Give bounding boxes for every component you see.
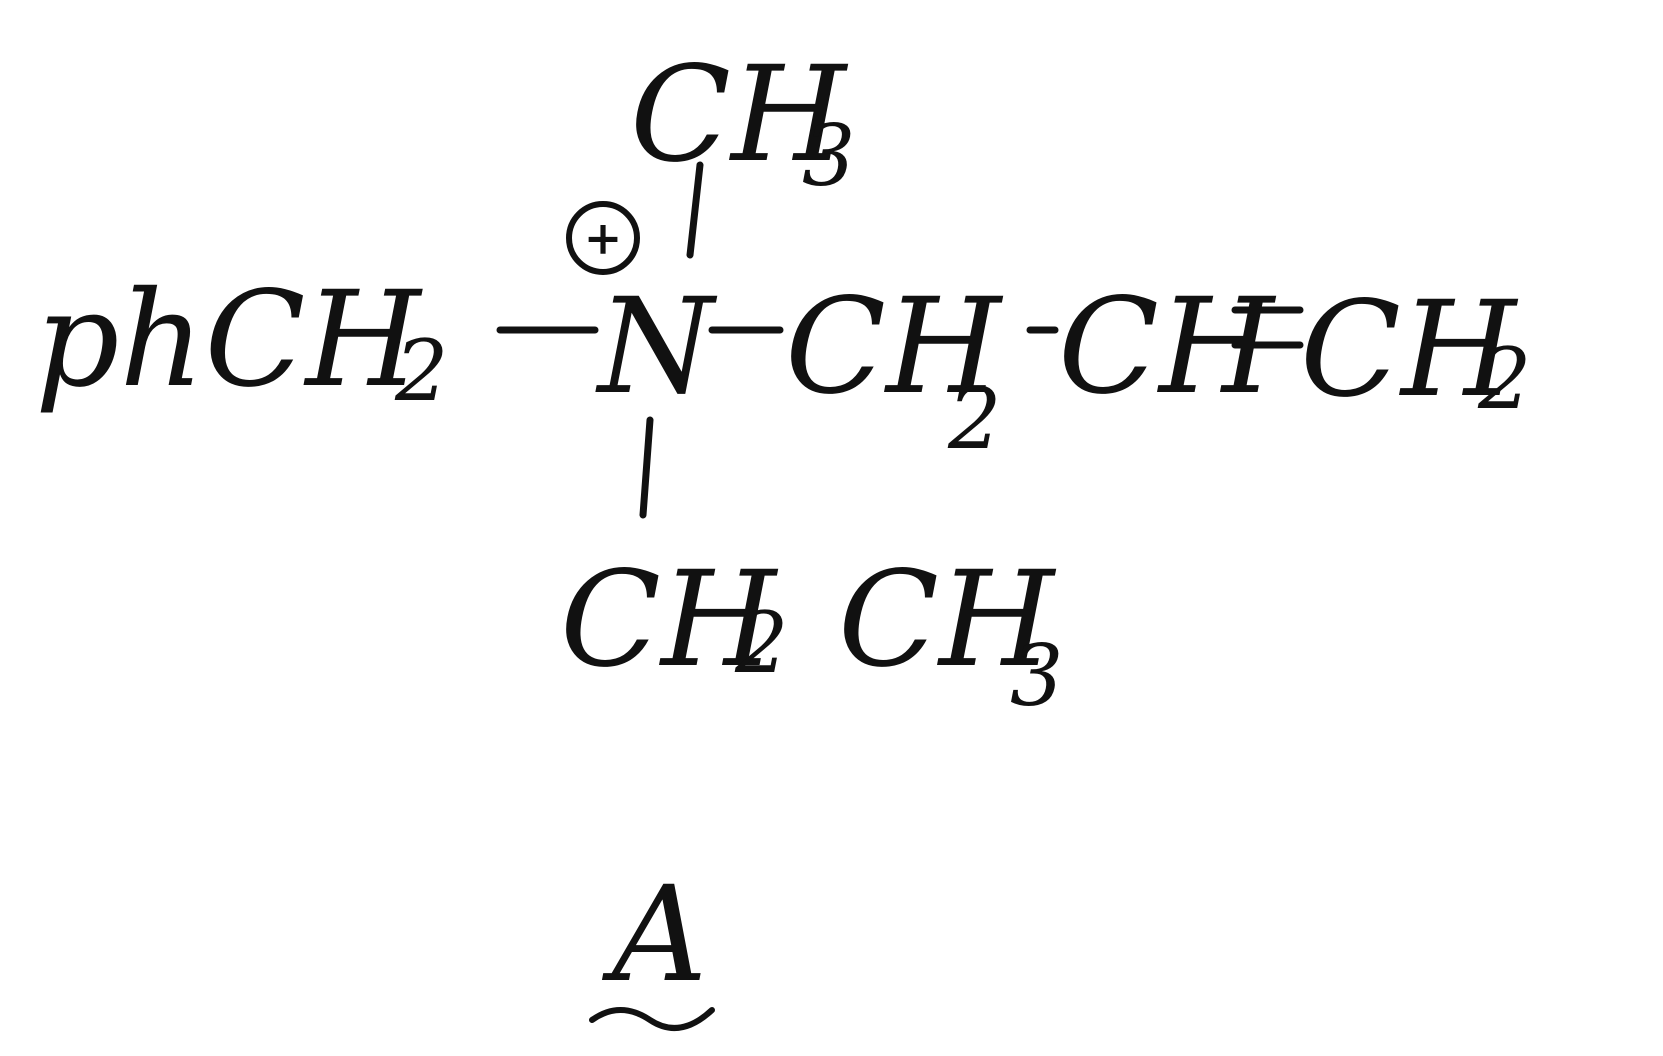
bottom-group-1-text: CH — [560, 543, 779, 697]
left-benzyl-group: phCH 2 — [35, 263, 448, 420]
double-bond — [1231, 306, 1304, 349]
positive-charge-icon: + — [566, 201, 640, 275]
right-group-3-subscript: 2 — [1477, 330, 1531, 428]
top-group-text: CH — [630, 38, 849, 192]
bond-n-top — [686, 161, 704, 259]
left-group-subscript: 2 — [394, 322, 448, 420]
terminal-methylene-group: CH 2 — [1300, 273, 1531, 428]
right-methylene-group: CH 2 — [785, 270, 1004, 468]
bottom-group-1-subscript: 2 — [734, 594, 788, 692]
right-group-3-text: CH — [1300, 273, 1519, 427]
top-group-subscript: 3 — [802, 107, 855, 205]
bond-n-bottom — [639, 416, 654, 519]
top-methyl-group: CH 3 — [630, 38, 855, 205]
charge-text: + — [584, 211, 623, 265]
compound-label: A — [589, 858, 715, 1031]
left-group-text: phCH — [35, 263, 424, 417]
compound-label-text: A — [601, 858, 707, 1012]
tilde-underline-icon — [589, 1007, 715, 1031]
bottom-group-2-text: CH — [838, 543, 1057, 697]
bottom-group-2-subscript: 3 — [1010, 627, 1063, 725]
bottom-ethyl-group: CH 2 CH 3 — [560, 543, 1063, 725]
right-group-1-text: CH — [785, 270, 1004, 424]
center-atom-n: N — [595, 270, 718, 424]
right-group-1-subscript: 2 — [947, 370, 1001, 468]
